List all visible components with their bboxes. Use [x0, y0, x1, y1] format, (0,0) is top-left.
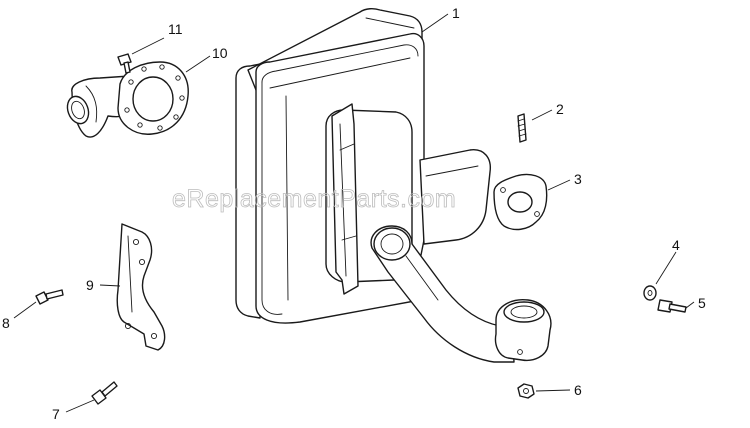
muffler-part — [235, 7, 491, 324]
label-part-3: 3 — [574, 171, 582, 187]
label-part-4: 4 — [672, 237, 680, 253]
washer-part — [643, 285, 657, 301]
nut-part — [517, 383, 535, 399]
screw-part-7 — [91, 381, 118, 405]
label-part-9: 9 — [86, 277, 94, 293]
label-part-6: 6 — [574, 382, 582, 398]
screw-part-5 — [657, 299, 687, 313]
screw-part-8 — [35, 289, 64, 305]
label-part-11: 11 — [168, 21, 183, 37]
exhaust-gasket-part — [493, 173, 548, 231]
label-part-2: 2 — [556, 101, 564, 117]
label-part-10: 10 — [212, 45, 228, 61]
label-part-5: 5 — [698, 295, 706, 311]
screw-part-11 — [117, 53, 132, 74]
label-part-7: 7 — [52, 406, 60, 422]
exhaust-elbow-part — [66, 61, 189, 138]
label-part-8: 8 — [2, 315, 10, 331]
label-part-1: 1 — [452, 5, 460, 21]
leader-lines — [13, 13, 695, 413]
stud-part — [517, 113, 527, 143]
bracket-part — [116, 223, 166, 351]
outlet-pipe-part — [370, 225, 552, 363]
part-number-labels: 1 2 3 4 5 6 7 8 9 10 11 — [2, 5, 706, 422]
watermark-text: eReplacementParts.com — [172, 185, 456, 213]
